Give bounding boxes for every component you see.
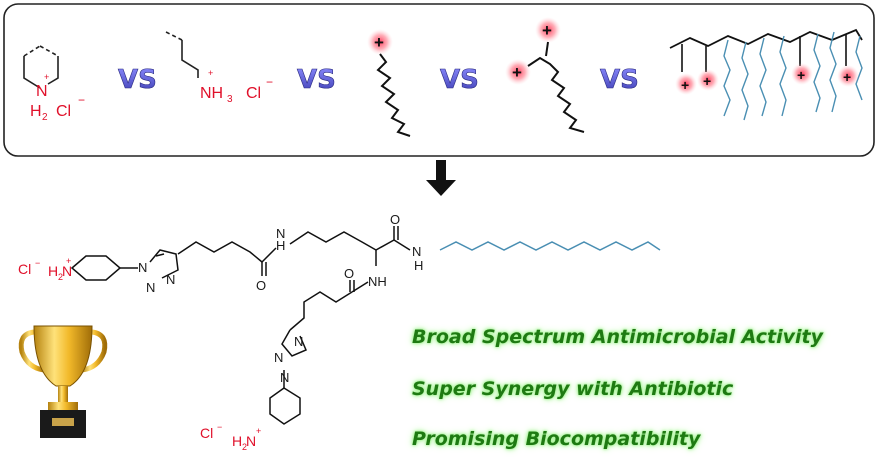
triazole1-n2: N <box>146 280 155 295</box>
ammonium-n-1: N <box>62 263 72 279</box>
claim-synergy: Super Synergy with Antibiotic <box>412 378 734 400</box>
down-arrow <box>426 160 456 196</box>
comparison-panel <box>3 3 875 157</box>
svg-text:2: 2 <box>42 112 48 123</box>
piperidinium-labels: + N H 2 Cl − <box>30 72 85 123</box>
svg-text:Cl: Cl <box>56 103 71 120</box>
svg-text:−: − <box>78 93 85 107</box>
lipid-tail <box>439 241 661 251</box>
svg-text:+: + <box>374 33 384 52</box>
triazole1-n3: N <box>166 272 175 287</box>
carbonyl-o-3: O <box>344 266 354 281</box>
svg-text:+: + <box>44 72 49 82</box>
lipopeptide-structure <box>70 226 411 425</box>
chloride-charge-1: − <box>35 258 40 268</box>
svg-text:H: H <box>30 103 42 120</box>
triazole1-n1: N <box>138 260 147 275</box>
piperidinium-structure <box>23 45 59 89</box>
svg-text:N: N <box>36 83 48 100</box>
chloride-charge-2: − <box>217 422 222 432</box>
chloride-label-1: Cl <box>18 261 31 277</box>
vs-label-1: VS <box>118 65 157 95</box>
ammonium-n-2: N <box>246 433 256 449</box>
svg-text:+: + <box>208 68 213 78</box>
amide-n-2: N <box>412 244 421 259</box>
amide-nh-3: NH <box>368 274 387 289</box>
trophy-icon <box>18 325 108 438</box>
svg-text:−: − <box>266 75 273 89</box>
svg-text:3: 3 <box>227 94 233 105</box>
ammonium-sub-2: 2 <box>242 442 247 452</box>
amide-n-1: H <box>276 238 285 253</box>
claim-broad-spectrum: Broad Spectrum Antimicrobial Activity <box>412 326 823 348</box>
amide-h-1: N <box>276 226 285 241</box>
ammonium-labels: + NH 3 Cl − <box>200 68 273 105</box>
ammonium-structure <box>165 31 199 78</box>
svg-text:+: + <box>542 21 552 40</box>
vs-label-3: VS <box>440 65 479 95</box>
carbonyl-o-1: O <box>256 278 266 293</box>
vs-label-4: VS <box>600 65 639 95</box>
charged-chain-double: + + <box>505 17 585 133</box>
svg-text:+: + <box>681 77 689 93</box>
triazole2-n2: N <box>274 350 283 365</box>
amide-h-2: H <box>414 258 423 273</box>
ammonium-sub-1: 2 <box>58 272 63 282</box>
chloride-label-2: Cl <box>200 425 213 441</box>
polymer-brush: + + + + <box>669 28 863 121</box>
charged-chain-single: + <box>367 29 411 137</box>
vs-label-2: VS <box>297 65 336 95</box>
svg-text:+: + <box>512 63 522 82</box>
svg-text:Cl: Cl <box>246 85 261 102</box>
svg-text:+: + <box>797 67 805 83</box>
carbonyl-o-2: O <box>390 212 400 227</box>
svg-text:+: + <box>703 73 711 89</box>
triazole2-n3: N <box>280 370 289 385</box>
ammonium-label-2: H <box>232 433 242 449</box>
svg-text:NH: NH <box>200 85 223 102</box>
claim-biocompatibility: Promising Biocompatibility <box>412 428 701 450</box>
ammonium-label-1: H <box>48 263 58 279</box>
svg-text:+: + <box>843 69 851 85</box>
triazole2-n1: N <box>294 334 303 349</box>
ammonium-charge-1: + <box>66 256 71 266</box>
ammonium-charge-2: + <box>256 426 261 436</box>
